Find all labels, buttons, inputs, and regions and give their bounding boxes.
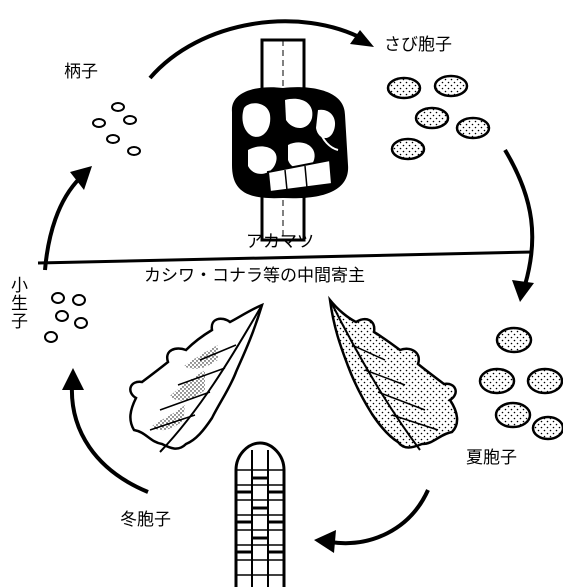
label-alternate-host: カシワ・コナラ等の中間寄主 [144, 268, 365, 285]
oak-leaf-left [130, 305, 262, 452]
label-urediniospores: 夏胞子 [466, 450, 517, 467]
oak-leaf-right [330, 300, 457, 450]
label-host-pine: アカマツ [246, 234, 314, 251]
urediniospore-cluster [480, 328, 563, 439]
telial-column [236, 443, 284, 587]
arrow-uredinio-to-telio [314, 490, 428, 553]
label-sporidia: 小生子 [8, 276, 25, 330]
host-divider-line [38, 252, 532, 263]
label-aeciospores: さび胞子 [384, 37, 452, 54]
aeciospore-cluster [388, 76, 489, 159]
pine-gall-illustration [232, 40, 348, 240]
label-pycniospores: 柄子 [64, 64, 98, 81]
arrow-sporidia-to-pycnio [45, 166, 92, 270]
pycniospore-cluster [93, 103, 140, 155]
arrow-aecio-to-uredinio [505, 150, 534, 302]
label-teliospores: 冬胞子 [120, 512, 171, 529]
sporidia-cluster [45, 293, 87, 342]
